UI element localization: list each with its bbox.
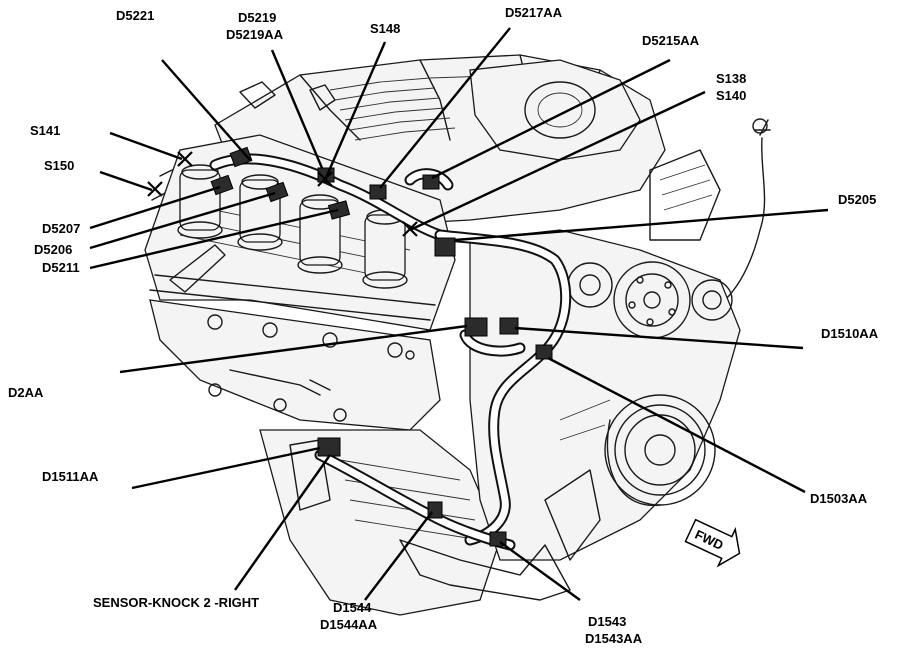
forward-arrow-icon: FWD <box>684 518 741 568</box>
label-d5205: D5205 <box>838 192 876 207</box>
label-d1510aa: D1510AA <box>821 326 879 341</box>
ignition-coils <box>177 164 408 289</box>
label-d1544: D1544 <box>333 600 372 615</box>
label-s148: S148 <box>370 21 400 36</box>
label-d1543: D1543 <box>588 614 626 629</box>
label-s150: S150 <box>44 158 74 173</box>
label-sensor-knock-2-right: SENSOR-KNOCK 2 -RIGHT <box>93 595 259 610</box>
label-s140: S140 <box>716 88 746 103</box>
label-d5211: D5211 <box>42 260 80 275</box>
label-s141: S141 <box>30 123 60 138</box>
label-d5215aa: D5215AA <box>642 33 700 48</box>
label-d1543aa: D1543AA <box>585 631 643 646</box>
label-d5219aa: D5219AA <box>226 27 284 42</box>
label-d1503aa: D1503AA <box>810 491 868 506</box>
label-d5219: D5219 <box>238 10 276 25</box>
leader-lines <box>89 27 829 601</box>
label-d5207: D5207 <box>42 221 80 236</box>
label-s138: S138 <box>716 71 746 86</box>
label-d1511aa: D1511AA <box>42 469 99 484</box>
label-d5217aa: D5217AA <box>505 5 563 20</box>
label-d1544aa: D1544AA <box>320 617 378 632</box>
label-d2aa: D2AA <box>8 385 44 400</box>
label-d5221: D5221 <box>116 8 154 23</box>
callout-labels: D5221 D5219 D5219AA S148 D5217AA D5215AA… <box>8 5 879 646</box>
label-d5206: D5206 <box>34 242 72 257</box>
